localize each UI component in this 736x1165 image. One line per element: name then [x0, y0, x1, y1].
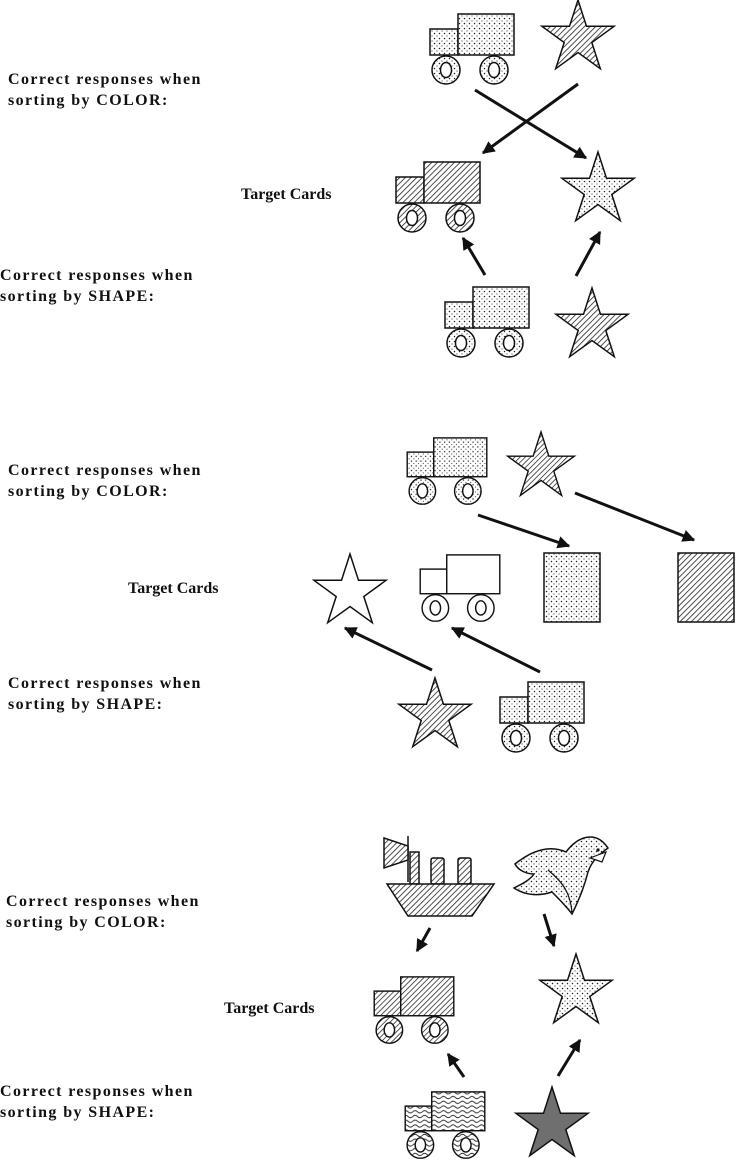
p3-target-star-icon	[539, 953, 613, 1024]
p1-color-row-star-icon	[541, 0, 615, 70]
p2-arrow-star-to-hatch-square	[574, 491, 696, 542]
panel2-target-label: Target Cards	[128, 580, 219, 597]
panel1-color-label-line1: Correct responses when	[8, 71, 202, 88]
p2-target-truck-icon	[419, 554, 501, 622]
p1-arrow-star-to-truck	[474, 88, 588, 160]
p2-target-dots-square	[543, 552, 601, 623]
panel3-shape-label: Correct responses when sorting by SHAPE:	[0, 1081, 194, 1123]
panel2-shape-label: Correct responses when sorting by SHAPE:	[8, 673, 202, 715]
panel2-color-label: Correct responses when sorting by COLOR:	[8, 460, 202, 502]
p1-shape-row-star-icon	[555, 287, 629, 358]
panel1-color-label-line2: sorting by COLOR:	[8, 92, 169, 109]
p2-arrow-truck-to-dots-square	[477, 513, 571, 549]
p2-shape-arrow-star	[343, 626, 433, 672]
panel2-color-label-line2: sorting by COLOR:	[8, 483, 169, 500]
p1-arrow-truck-to-star	[481, 82, 579, 155]
p3-shape-row-star-icon	[515, 1086, 589, 1157]
p1-target-star-icon	[561, 151, 635, 222]
p2-color-row-star-icon	[506, 431, 576, 497]
p3-color-row-boat-icon	[383, 836, 496, 917]
p3-shape-row-truck-icon	[404, 1091, 486, 1159]
panel3-shape-label-line1: Correct responses when	[0, 1083, 194, 1100]
panel1-shape-label-line2: sorting by SHAPE:	[0, 288, 156, 305]
panel1-color-label: Correct responses when sorting by COLOR:	[8, 69, 202, 111]
panel2-color-label-line1: Correct responses when	[8, 462, 202, 479]
p2-shape-row-star-icon	[398, 677, 472, 748]
p3-color-row-bird-icon	[512, 836, 610, 916]
p3-shape-arrow-star	[556, 1038, 582, 1077]
panel3-color-label-line1: Correct responses when	[6, 893, 200, 910]
panel2-shape-label-line1: Correct responses when	[8, 675, 202, 692]
panel2-shape-label-line2: sorting by SHAPE:	[8, 696, 164, 713]
p1-target-truck-icon	[395, 161, 481, 233]
p3-target-truck-icon	[373, 976, 455, 1044]
p2-target-star-icon	[313, 553, 387, 624]
panel1-shape-label-line1: Correct responses when	[0, 267, 194, 284]
p1-shape-arrow-truck	[461, 236, 487, 276]
panel1-shape-label: Correct responses when sorting by SHAPE:	[0, 265, 194, 307]
p3-shape-arrow-truck	[446, 1052, 466, 1078]
p1-color-row-truck-icon	[429, 13, 515, 85]
p1-shape-row-truck-icon	[444, 286, 530, 358]
panel3-color-label-line2: sorting by COLOR:	[6, 914, 167, 931]
p2-shape-row-truck-icon	[499, 681, 585, 753]
p2-shape-arrow-truck	[450, 626, 541, 674]
panel3-color-label: Correct responses when sorting by COLOR:	[6, 891, 200, 933]
panel1-target-label: Target Cards	[241, 186, 332, 203]
panel3-target-label: Target Cards	[224, 1000, 315, 1017]
panel3-shape-label-line2: sorting by SHAPE:	[0, 1104, 156, 1121]
p2-target-hatch-square	[677, 552, 735, 623]
p3-arrow-boat	[415, 927, 432, 953]
p1-shape-arrow-star	[574, 230, 602, 277]
p3-arrow-bird	[542, 913, 557, 948]
p2-color-row-truck-icon	[406, 437, 488, 505]
